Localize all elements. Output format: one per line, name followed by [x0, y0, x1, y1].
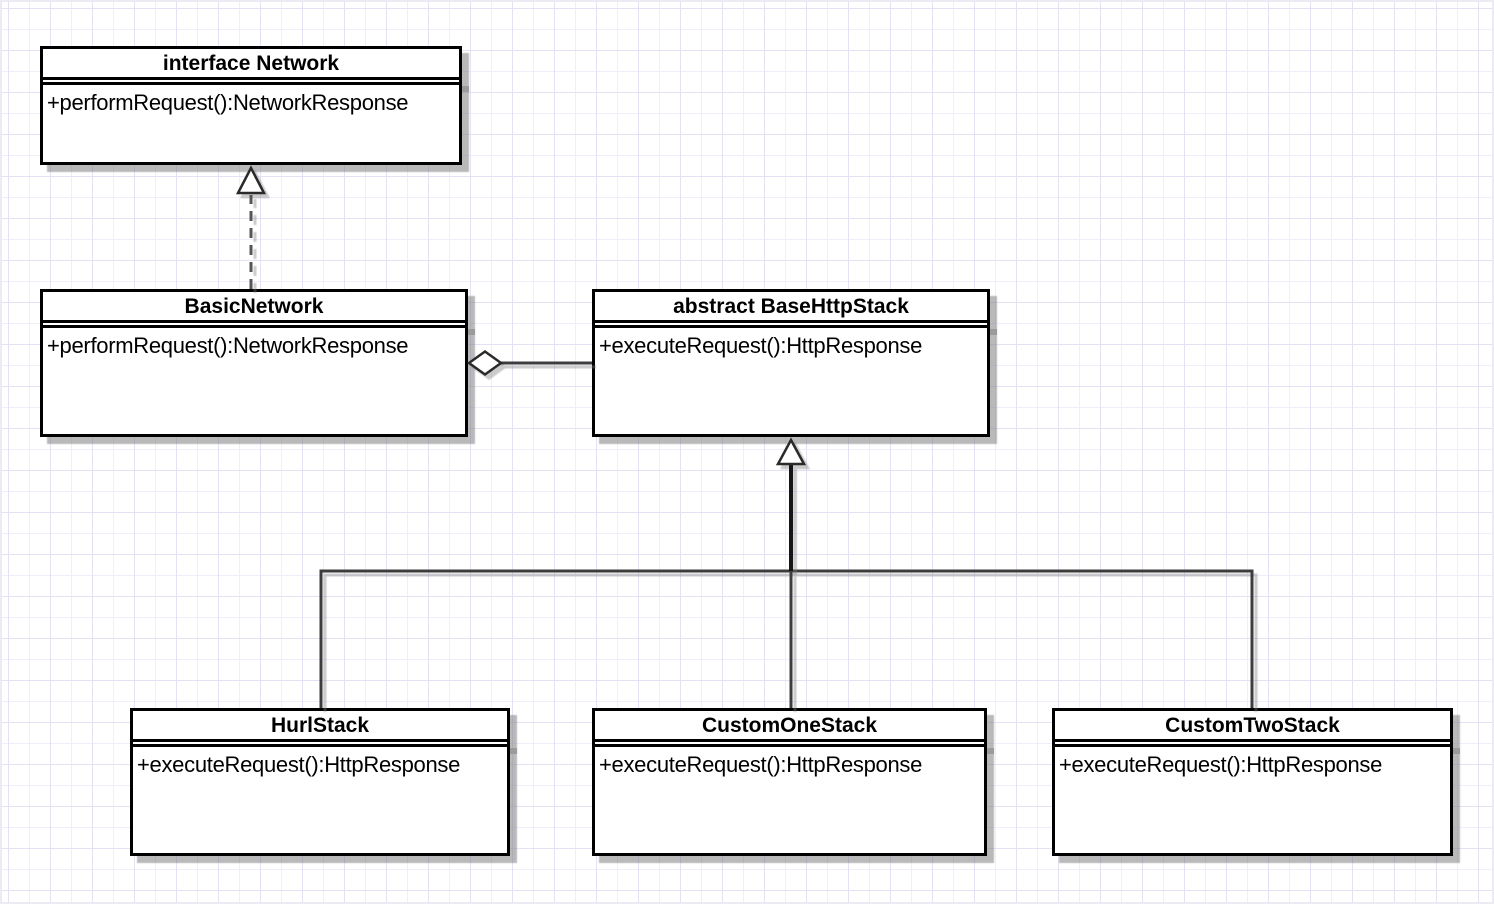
hollow-triangle-icon	[775, 437, 807, 466]
compartment-separator	[43, 80, 459, 85]
hollow-diamond-icon	[466, 349, 504, 377]
class-box-customtwostack[interactable]: CustomTwoStack +executeRequest():HttpRes…	[1052, 708, 1460, 856]
separator-shadow	[468, 329, 475, 335]
methods-compartment: +executeRequest():HttpResponse	[595, 328, 987, 359]
hollow-triangle-icon	[235, 165, 267, 195]
class-title: CustomTwoStack	[1055, 711, 1450, 742]
methods-compartment: +performRequest():NetworkResponse	[43, 85, 459, 116]
compartment-separator	[595, 323, 987, 328]
compartment-separator	[133, 742, 507, 747]
class-box-customonestack[interactable]: CustomOneStack +executeRequest():HttpRes…	[592, 708, 994, 856]
methods-compartment: +executeRequest():HttpResponse	[595, 747, 984, 778]
class-title: interface Network	[43, 49, 459, 80]
separator-shadow	[510, 748, 517, 754]
edge-realization-basicnetwork-to-network[interactable]	[235, 165, 267, 289]
class-box-basicnetwork[interactable]: BasicNetwork +performRequest():NetworkRe…	[40, 289, 475, 437]
separator-shadow	[987, 748, 994, 754]
class-method: +executeRequest():HttpResponse	[599, 333, 923, 358]
class-box-interface-network[interactable]: interface Network +performRequest():Netw…	[40, 46, 469, 165]
class-title: BasicNetwork	[43, 292, 465, 323]
separator-shadow	[990, 329, 997, 335]
edge-aggregation-basicnetwork-to-basehttpstack[interactable]	[466, 349, 592, 377]
methods-compartment: +executeRequest():HttpResponse	[1055, 747, 1450, 778]
class-method: +performRequest():NetworkResponse	[47, 90, 409, 115]
class-title: CustomOneStack	[595, 711, 984, 742]
class-method: +executeRequest():HttpResponse	[599, 752, 923, 777]
class-method: +performRequest():NetworkResponse	[47, 333, 409, 358]
class-title: HurlStack	[133, 711, 507, 742]
class-title: abstract BaseHttpStack	[595, 292, 987, 323]
separator-shadow	[1453, 748, 1460, 754]
methods-compartment: +performRequest():NetworkResponse	[43, 328, 465, 359]
class-box-basehttpstack[interactable]: abstract BaseHttpStack +executeRequest()…	[592, 289, 997, 437]
class-method: +executeRequest():HttpResponse	[137, 752, 461, 777]
compartment-separator	[595, 742, 984, 747]
class-method: +executeRequest():HttpResponse	[1059, 752, 1383, 777]
edge-generalization-bus[interactable]	[319, 569, 1254, 708]
compartment-separator	[1055, 742, 1450, 747]
separator-shadow	[462, 86, 469, 92]
compartment-separator	[43, 323, 465, 328]
class-box-hurlstack[interactable]: HurlStack +executeRequest():HttpResponse	[130, 708, 517, 856]
methods-compartment: +executeRequest():HttpResponse	[133, 747, 507, 778]
edge-generalization-customonestack-to-basehttpstack[interactable]	[775, 437, 807, 571]
